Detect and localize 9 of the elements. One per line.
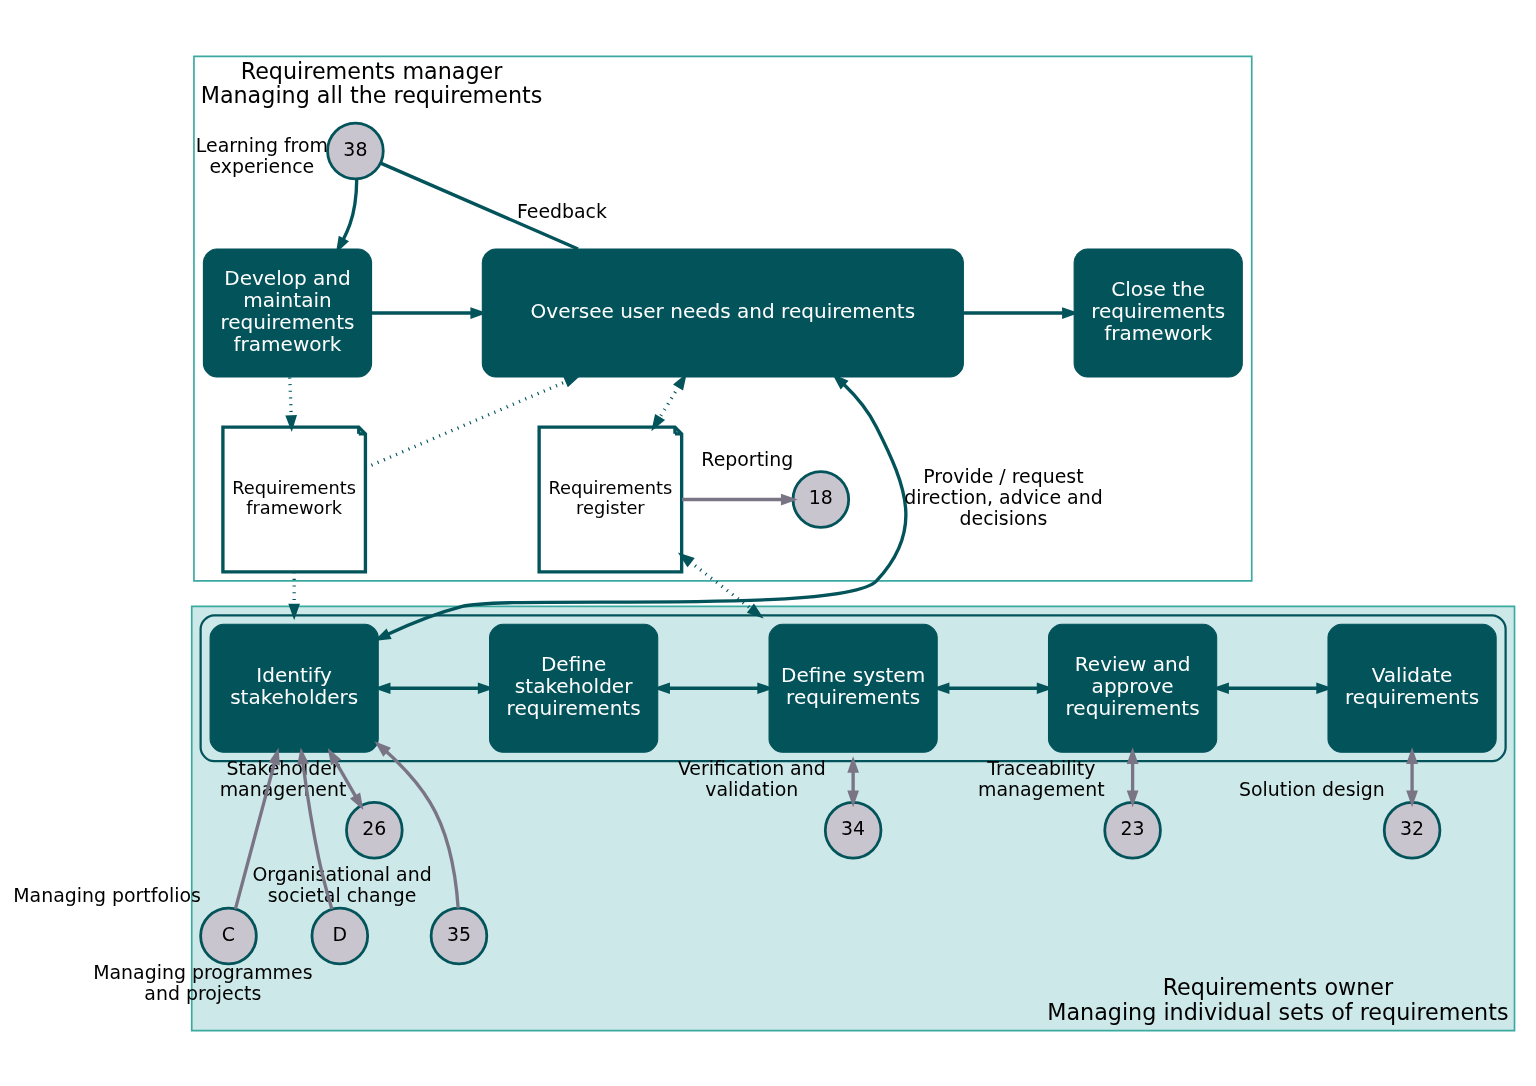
node-label: Verification and validation xyxy=(677,756,826,800)
node-label: Learning from experience xyxy=(195,133,328,177)
node-label: Organisational and societal change xyxy=(251,862,432,906)
edge-label: Feedback xyxy=(516,199,607,222)
node-label: Solution design xyxy=(1238,777,1385,800)
node-label: Reporting xyxy=(700,447,793,470)
node-label: Stakeholder management xyxy=(219,756,346,800)
edge-label: Provide / request direction, advice and decisions xyxy=(903,464,1103,529)
node-label: Traceability management xyxy=(977,756,1105,800)
